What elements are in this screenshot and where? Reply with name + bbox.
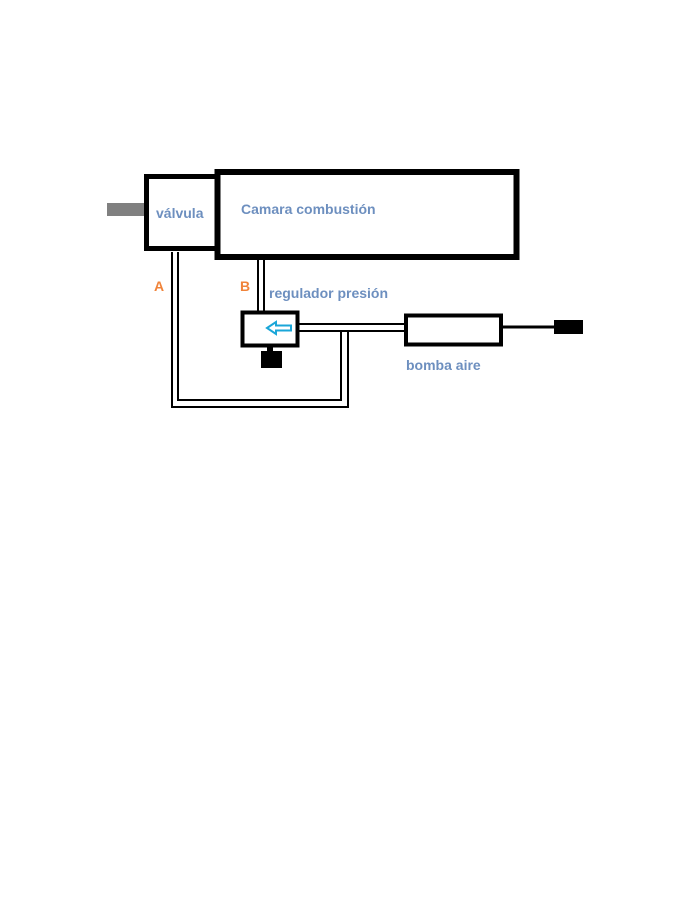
pressure-regulator-label: regulador presión xyxy=(269,285,389,301)
regulator-knob xyxy=(261,351,282,368)
combustion-chamber-box xyxy=(214,169,520,260)
pump-plug xyxy=(554,320,583,334)
line-a-label: A xyxy=(154,278,165,294)
combustion-chamber-label: Camara combustión xyxy=(241,201,376,217)
line-b-label: B xyxy=(240,278,251,294)
valve-label: válvula xyxy=(156,205,204,221)
pipe-a-inner xyxy=(177,252,342,401)
air-pump-label: bomba aire xyxy=(406,357,481,373)
valve-nozzle xyxy=(107,203,145,216)
left-arrow-icon xyxy=(265,320,292,336)
pipe-a-outer xyxy=(171,252,405,408)
regulator-knob-stem xyxy=(267,347,273,352)
valve-box xyxy=(144,174,223,251)
air-pump-box xyxy=(404,313,503,347)
